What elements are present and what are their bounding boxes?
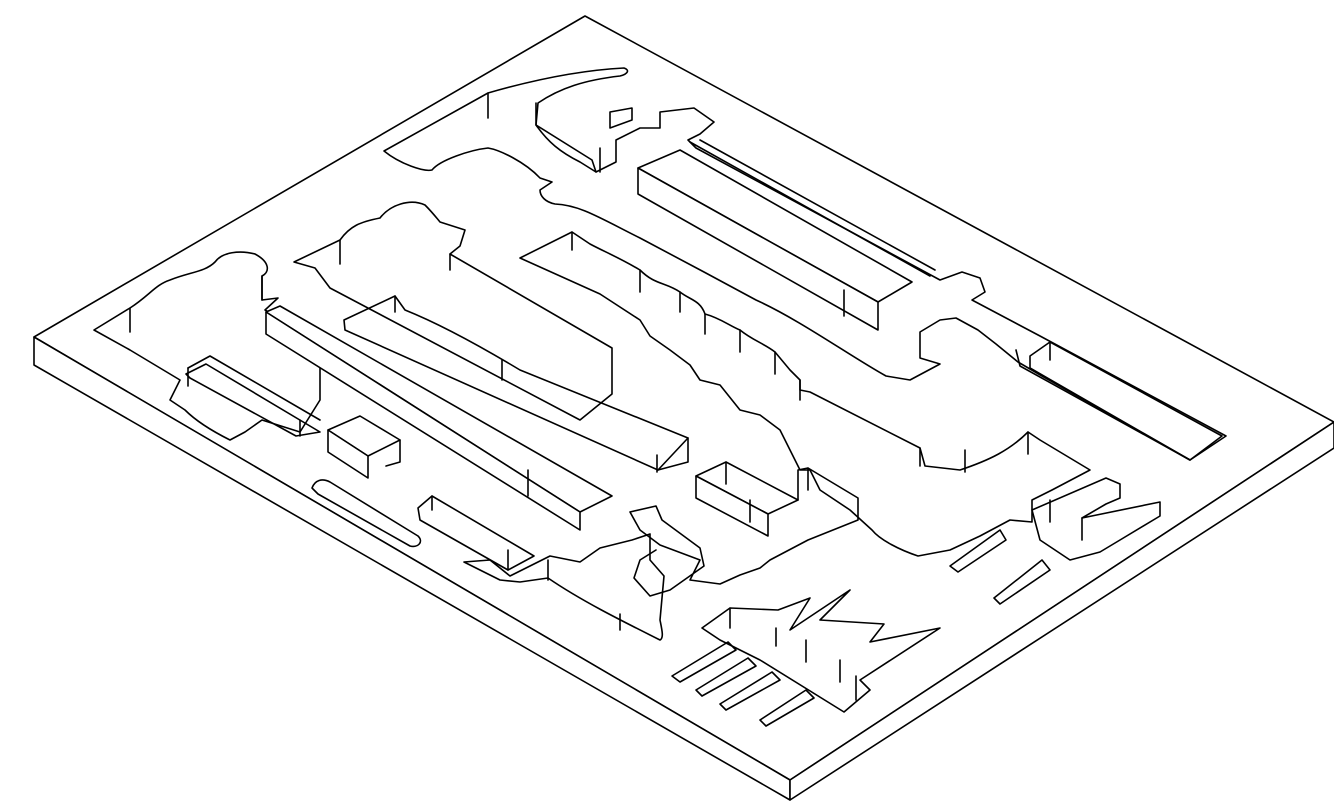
- cutout-small-slot-left: [185, 363, 321, 437]
- right-long-slot: [1015, 341, 1223, 461]
- plate-top-face: [33, 15, 1334, 781]
- raised-bar-left: [265, 305, 613, 531]
- cutout-middle-wrench: [293, 201, 613, 421]
- cutout-slot-center-left: [417, 495, 535, 571]
- cutout-thin-slot: [311, 479, 422, 548]
- plate-front-right-face: [789, 421, 1334, 801]
- cutout-right-slots: [949, 477, 1161, 605]
- cutout-tapered-center: [343, 295, 689, 473]
- tray-plate: [33, 15, 1334, 801]
- raised-bar-top: [637, 139, 936, 331]
- raised-small-block-left: [327, 415, 401, 479]
- cutout-tapered-bottom: [463, 533, 665, 641]
- cutout-saw-blade: [519, 231, 1091, 557]
- raised-block-center: [629, 461, 859, 597]
- cutout-long-tool-top: [383, 67, 1227, 461]
- cutout-socket-slots: [671, 589, 941, 727]
